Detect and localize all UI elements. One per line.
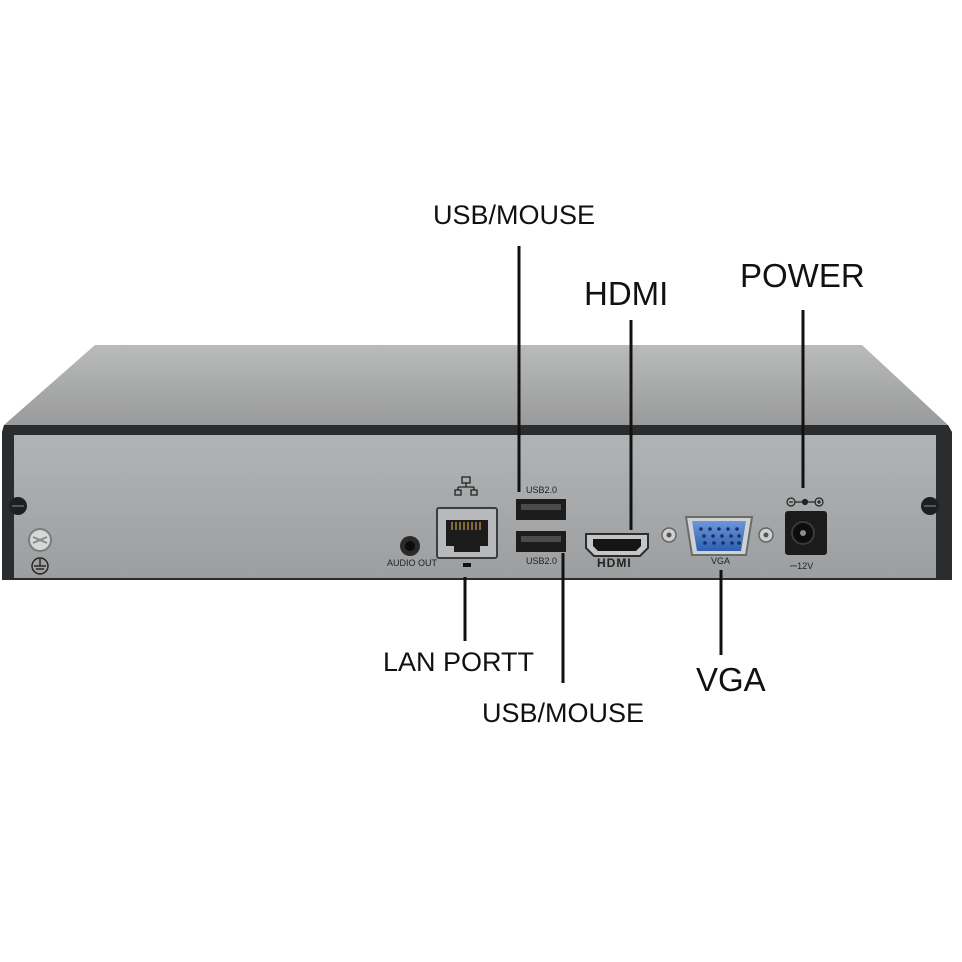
callout-usb-bottom: USB/MOUSE bbox=[482, 698, 645, 728]
vga-panel-label: VGA bbox=[711, 556, 731, 566]
ground-screw bbox=[28, 528, 52, 552]
audio-out-label: AUDIO OUT bbox=[387, 558, 438, 568]
power-rating-label: ⎓12V bbox=[790, 561, 814, 571]
usb-port-top bbox=[516, 499, 566, 520]
hdmi-logo: HDMI bbox=[597, 556, 632, 570]
callout-lan: LAN PORTT bbox=[383, 647, 535, 677]
callout-vga: VGA bbox=[696, 661, 766, 698]
ground-symbol bbox=[31, 557, 49, 575]
hdmi-port bbox=[585, 533, 649, 557]
vga-port bbox=[661, 516, 774, 556]
lan-port bbox=[436, 507, 498, 567]
polarity-icon bbox=[786, 497, 824, 507]
usb-port-bottom bbox=[516, 531, 566, 552]
network-icon bbox=[454, 476, 478, 496]
callout-power: POWER bbox=[740, 257, 865, 294]
screw-icon bbox=[921, 497, 939, 515]
usb-top-label: USB2.0 bbox=[526, 485, 558, 495]
screw-icon bbox=[9, 497, 27, 515]
usb-bottom-label: USB2.0 bbox=[526, 556, 558, 566]
audio-out-jack bbox=[400, 536, 420, 556]
callout-hdmi: HDMI bbox=[584, 275, 669, 312]
power-jack bbox=[785, 511, 827, 555]
callout-usb-top: USB/MOUSE bbox=[433, 200, 596, 230]
chassis-top bbox=[4, 345, 948, 425]
